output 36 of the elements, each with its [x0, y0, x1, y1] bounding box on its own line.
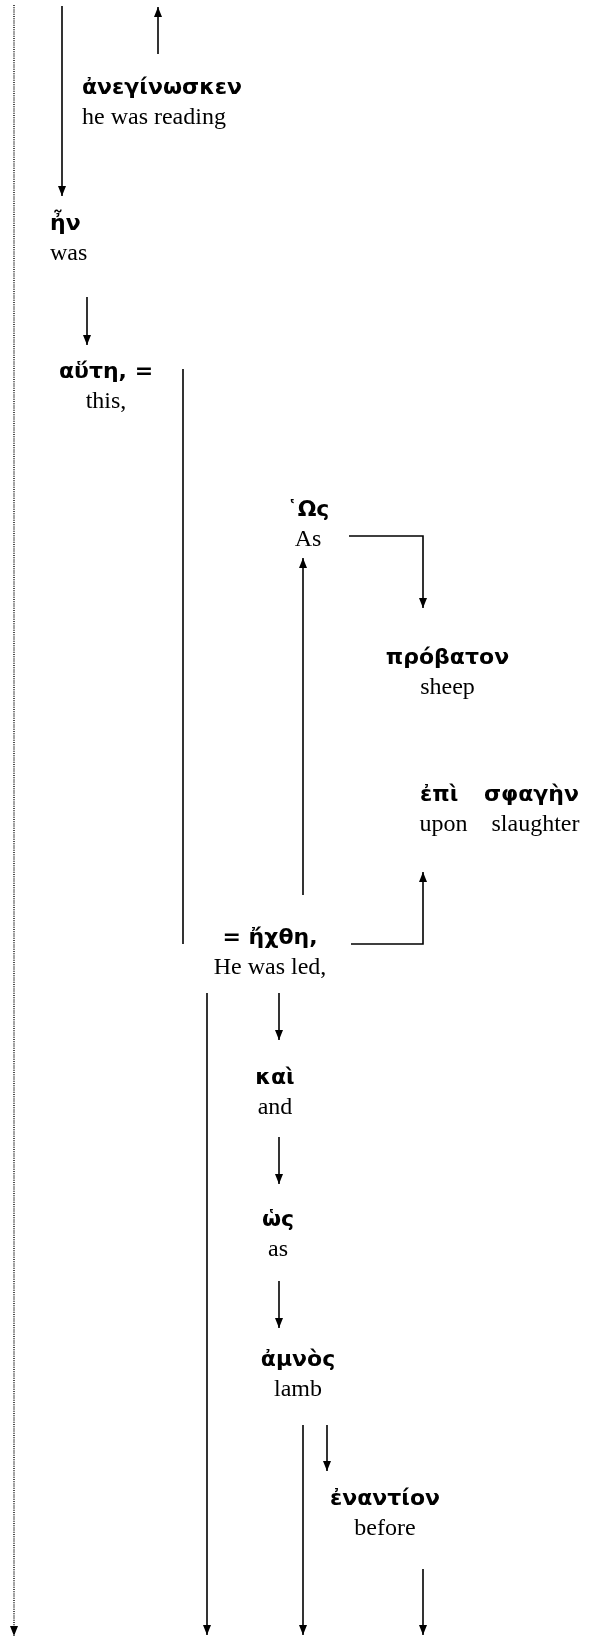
arrow: [83, 296, 91, 346]
arrow: [299, 557, 307, 896]
greek-word: ἦν: [50, 208, 81, 237]
arrow: [203, 992, 211, 1636]
english-gloss: As: [294, 524, 322, 552]
greek-word: ὡς: [261, 1205, 295, 1233]
greek-word: πρόβατον: [385, 643, 510, 671]
arrow: [154, 6, 162, 55]
english-gloss: upon slaughter: [419, 809, 580, 837]
arrow: [323, 1424, 331, 1472]
english-gloss: as: [268, 1234, 288, 1262]
greek-word: ἐπὶ σφαγὴν: [420, 780, 579, 808]
greek-word: ῾Ως: [286, 495, 330, 523]
english-gloss: He was led,: [213, 952, 327, 980]
english-gloss: and: [257, 1092, 293, 1120]
arrow: [275, 1136, 283, 1185]
arrow: [350, 871, 427, 945]
arrow: [275, 992, 283, 1041]
english-gloss: was: [50, 238, 88, 266]
connector-line: [182, 368, 184, 945]
greek-word: καὶ: [255, 1063, 295, 1091]
arrow: [58, 5, 66, 197]
english-gloss: this,: [85, 386, 127, 414]
arrow: [299, 1424, 307, 1636]
english-gloss: he was reading: [82, 102, 226, 130]
greek-word: ἐναντίον: [329, 1484, 440, 1512]
arrow: [348, 535, 427, 609]
greek-word: ἀνεγίνωσκεν: [82, 73, 242, 101]
english-gloss: lamb: [274, 1374, 322, 1402]
arrow: [275, 1280, 283, 1329]
greek-word: αὕτη, =: [58, 357, 154, 385]
english-gloss: before: [354, 1513, 416, 1541]
greek-word: = ἤχθη,: [222, 923, 318, 951]
english-gloss: sheep: [420, 672, 475, 700]
arrow: [419, 1568, 427, 1636]
greek-word: ἀμνὸς: [260, 1345, 336, 1373]
